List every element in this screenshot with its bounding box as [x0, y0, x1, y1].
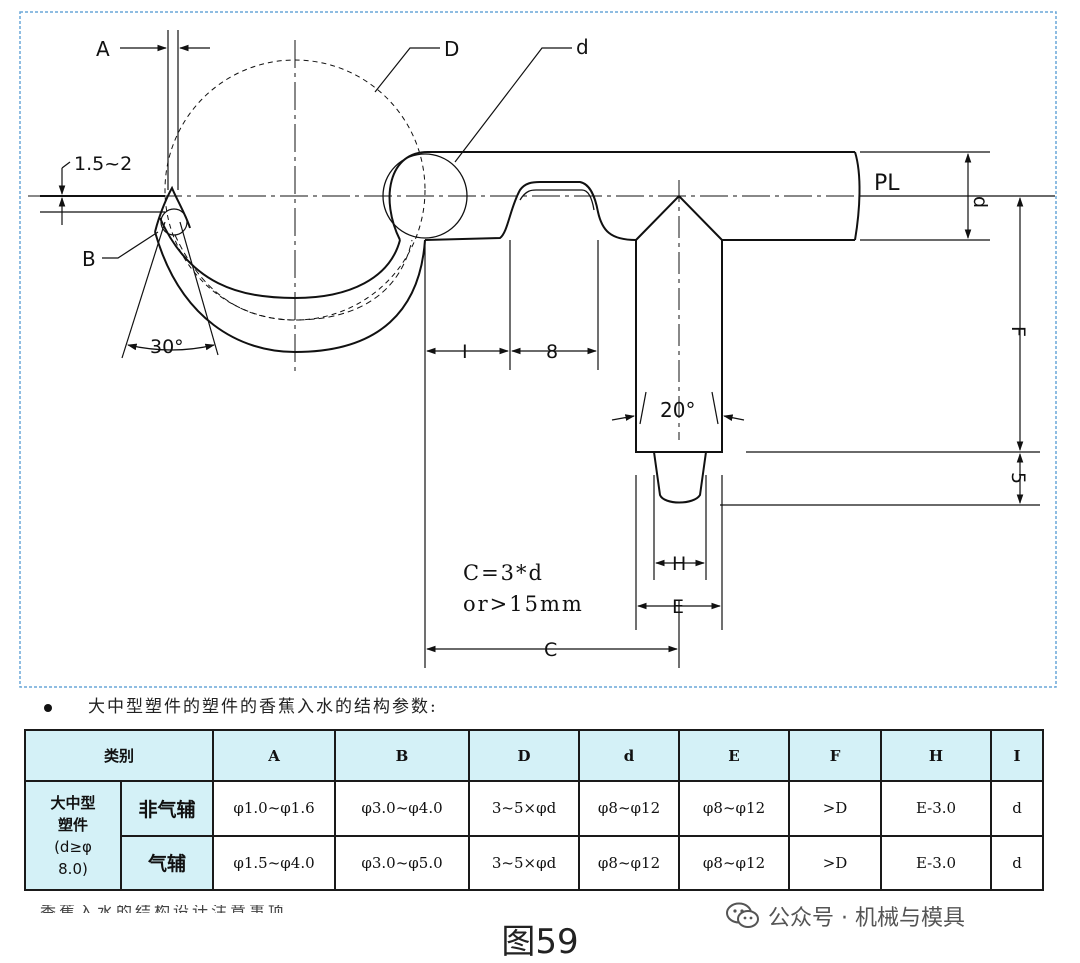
- banana-outer-curve: [154, 231, 426, 354]
- table-cell: 3~5×φd: [468, 834, 581, 891]
- table-cell: φ8~φ12: [578, 834, 681, 891]
- tip-circle: [160, 208, 188, 236]
- category-cell: 大中型 塑件 (d≥φ 8.0): [24, 780, 122, 891]
- table-cell: φ3.0~φ4.0: [334, 780, 471, 837]
- diameter-small-d-circle: [382, 153, 468, 239]
- figure-title: 图59: [501, 922, 579, 962]
- d-leader: [374, 47, 440, 93]
- angle30-leg-left: [121, 221, 166, 359]
- label-c: C: [544, 639, 557, 661]
- caption-line: 大中型塑件的塑件的香蕉入水的结构参数:: [44, 692, 438, 717]
- label-30deg: 30°: [150, 336, 184, 358]
- gap-leader: [61, 161, 71, 169]
- label-b: B: [82, 247, 96, 271]
- dimple-inner: [519, 189, 595, 211]
- label-gap: 1.5~2: [74, 153, 132, 175]
- drawing-frame: [19, 11, 1057, 688]
- label-d-right: d: [969, 196, 991, 208]
- wechat-icon: [726, 902, 759, 928]
- angle20-tick-left: [639, 391, 647, 425]
- table-cell: d: [990, 834, 1045, 891]
- row-type: 气辅: [119, 834, 215, 891]
- table-cell: >D: [788, 834, 883, 891]
- header-i: I: [990, 729, 1045, 782]
- table-cell: >D: [788, 780, 883, 837]
- label-pl: PL: [874, 171, 900, 196]
- banana-mid-curve: [174, 234, 413, 321]
- header-category: 类别: [23, 729, 215, 782]
- table-cell: 3~5×φd: [468, 780, 581, 837]
- row-type: 非气辅: [119, 780, 215, 837]
- label-20deg: 20°: [660, 398, 695, 422]
- table-header-row: 类别 A B D d E F H I: [23, 729, 1045, 782]
- cold-slug: [653, 451, 707, 504]
- category-line: 塑件: [57, 815, 88, 834]
- header-big-d: D: [468, 729, 581, 782]
- bullet-dot: [44, 703, 52, 712]
- table-cell: φ1.0~φ1.6: [212, 780, 337, 837]
- runner-bottom: [424, 181, 637, 241]
- runner-right-end: [854, 151, 861, 241]
- header-b: B: [334, 729, 471, 782]
- angle20-arrow-right: [723, 414, 745, 421]
- parameter-table: 类别 A B D d E F H I 大中型 塑件 (d≥φ 8.0) 非气辅 …: [23, 729, 1045, 891]
- angle20-arrow-left: [611, 414, 635, 421]
- table-row: 大中型 塑件 (d≥φ 8.0) 非气辅 φ1.0~φ1.6 φ3.0~φ4.0…: [24, 780, 1045, 891]
- label-a: A: [96, 37, 110, 61]
- label-five: 5: [1007, 472, 1029, 484]
- label-f: F: [1007, 326, 1029, 337]
- table-cell: E-3.0: [880, 834, 993, 891]
- caption-text: 大中型塑件的塑件的香蕉入水的结构参数:: [88, 697, 438, 717]
- b-leader: [102, 231, 159, 259]
- label-eight: 8: [546, 341, 558, 363]
- category-line: (d≥φ: [54, 837, 92, 856]
- sprue-body: [635, 240, 723, 453]
- category-line: 8.0): [58, 859, 88, 878]
- banana-gate-drawing: A D d PL 1.5~2 B 30° I 8 20° H E C d F 5…: [19, 11, 1057, 688]
- table-cell: φ1.5~φ4.0: [212, 834, 337, 891]
- banana-tip: [154, 185, 191, 233]
- header-small-d: d: [578, 729, 681, 782]
- cut-off-text: 香蕉入水的结构设计注意事项: [40, 905, 420, 913]
- category-line: 大中型: [50, 793, 96, 812]
- runner-top: [388, 150, 855, 241]
- table-cell: E-3.0: [880, 780, 993, 837]
- table-cell: φ8~φ12: [678, 834, 791, 891]
- angle30-arc: [127, 343, 215, 351]
- header-a: A: [212, 729, 337, 782]
- label-i: I: [462, 341, 468, 363]
- table-cell: φ8~φ12: [678, 780, 791, 837]
- table-cell: d: [990, 780, 1045, 837]
- small-d-leader: [454, 47, 572, 163]
- header-f: F: [788, 729, 883, 782]
- header-h: H: [880, 729, 993, 782]
- angle30-leg-right: [179, 221, 219, 356]
- table-cell: φ3.0~φ5.0: [334, 834, 471, 891]
- table-cell: φ8~φ12: [578, 780, 681, 837]
- label-e: E: [672, 596, 684, 618]
- label-big-d: D: [444, 37, 459, 61]
- table-row: 气辅 φ1.5~φ4.0 φ3.0~φ5.0 3~5×φd φ8~φ12 φ8~…: [25, 834, 1045, 891]
- banana-inner-curve: [159, 217, 401, 300]
- formula-line-2: or>15mm: [463, 592, 584, 616]
- watermark: 公众号 · 机械与模具: [726, 900, 965, 932]
- cut-off-text-content: 香蕉入水的结构设计注意事项: [40, 905, 420, 913]
- label-h: H: [672, 553, 686, 575]
- label-small-d: d: [576, 35, 589, 59]
- watermark-text: 公众号 · 机械与模具: [768, 906, 965, 931]
- formula-line-1: C=3*d: [463, 561, 544, 585]
- angle20-tick-right: [711, 391, 719, 425]
- header-e: E: [678, 729, 791, 782]
